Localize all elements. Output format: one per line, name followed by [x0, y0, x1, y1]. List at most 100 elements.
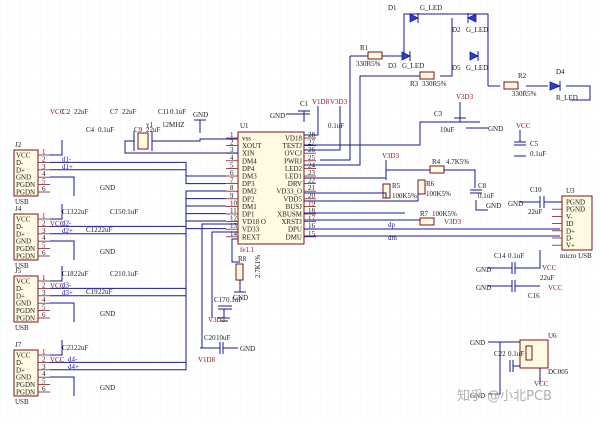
usb-pin-name: GND: [16, 174, 31, 182]
dc-jack-u6[interactable]: U6 DC005 GND GND C22 0.1uF VCC: [470, 332, 569, 400]
u1-pin-number: 9: [230, 192, 234, 200]
usb-port-ref: J2: [15, 141, 22, 149]
usb-cap-ref: C12: [86, 226, 98, 234]
u3-ref: U3: [566, 187, 575, 195]
usb-pin-number: 1: [42, 212, 46, 220]
svg-text:V1D8: V1D8: [198, 356, 216, 364]
svg-text:100K5%: 100K5%: [426, 190, 451, 198]
gnd-label: GND: [100, 384, 115, 392]
u1-pin-number: 4: [230, 154, 234, 162]
svg-text:0.1uF: 0.1uF: [508, 350, 524, 358]
usb-net-label: d1+: [62, 163, 73, 171]
usb-connector-body: [13, 149, 39, 197]
crystal-y1[interactable]: y1 12MHZ: [124, 121, 239, 154]
usb-cap-ref: C9: [134, 126, 143, 134]
u1-pin-number: 12: [230, 215, 238, 223]
svg-text:C10: C10: [530, 186, 542, 194]
usb-port-label: USB: [15, 398, 29, 406]
u1-pin-number: 14: [230, 230, 238, 238]
svg-text:V3D3: V3D3: [208, 316, 226, 324]
svg-text:G_LED: G_LED: [466, 26, 488, 34]
led-d3[interactable]: D3 G_LED: [388, 51, 424, 70]
u1-pin-name: OVCJ: [284, 150, 302, 158]
usb-net-label: d4+: [68, 363, 79, 371]
usb-cap-value: 22uF: [122, 108, 137, 116]
usb-cap-value: 0.1uF: [170, 108, 186, 116]
u1-pin-name: DM3: [242, 173, 257, 181]
svg-text:R_LED: R_LED: [556, 94, 578, 102]
usb-pin-name: PGDN: [16, 189, 35, 197]
usb-data-wire: [50, 161, 226, 177]
u1-pin-name: VD33: [242, 226, 260, 234]
usb-pin-number: 2: [42, 281, 46, 289]
usb-pin-number: 2: [42, 355, 46, 363]
u1-pin-number: 5: [230, 161, 234, 169]
usb-pin-number: 6: [42, 385, 46, 393]
usb-pin-name: D-: [16, 285, 24, 293]
svg-text:10uF: 10uF: [216, 334, 231, 342]
svg-text:100K5%: 100K5%: [432, 210, 457, 218]
u1-pin-name: XIN: [242, 150, 254, 158]
u1-pin-number: 19: [308, 199, 316, 207]
u1-chip[interactable]: U1 fe1.1 vss1XOUT2XIN3DM44DP45DM36DP37DM…: [226, 122, 316, 254]
led-d4[interactable]: D4 R_LED: [549, 68, 578, 102]
usb-cap-value: 0.1uF: [98, 126, 114, 134]
usb-connector-body: [13, 275, 39, 323]
usb-port-ref: J5: [15, 267, 22, 275]
u3-pin-name: PGND: [566, 206, 585, 214]
u1-pin-name: DP2: [242, 195, 255, 203]
u3-pin-name: D-: [566, 235, 574, 243]
svg-text:V3D3: V3D3: [444, 218, 462, 226]
u1-pin-number: 20: [308, 192, 316, 200]
u1-pin-name: VD18 O: [242, 218, 266, 226]
svg-text:R2: R2: [518, 72, 527, 80]
led-d1[interactable]: D1 G_LED: [388, 4, 442, 23]
usb-port-label: USB: [15, 324, 29, 332]
usb-net-label: d2-: [62, 219, 72, 227]
svg-text:10uF: 10uF: [440, 126, 455, 134]
usb-port-ref: J4: [15, 205, 22, 213]
svg-text:0.1uF: 0.1uF: [530, 150, 546, 158]
u1-pin-number: 1: [230, 131, 234, 139]
usb-pin-name: D-: [16, 359, 24, 367]
usb-pin-number: 4: [42, 234, 46, 242]
usb-net-label: d2+: [62, 227, 73, 235]
svg-text:U6: U6: [548, 332, 557, 340]
gnd-symbol-u1: GND: [193, 111, 208, 133]
svg-text:22uF: 22uF: [528, 208, 543, 216]
u1-pin-number: 21: [308, 184, 316, 192]
r8-area: R8 2.7K1% GND C17 0.1uF V3D3 C20 10uF GN…: [198, 223, 262, 364]
u1-pin-name: DRV: [288, 180, 302, 188]
c1-cap[interactable]: C1 0.1uF GND V1D8 V3D3: [270, 98, 348, 151]
svg-text:GND: GND: [233, 294, 248, 302]
svg-text:R6: R6: [426, 180, 435, 188]
svg-text:0.1uF: 0.1uF: [478, 192, 494, 200]
led-d2[interactable]: D2 G_LED: [452, 13, 488, 34]
c14-c16-area: C14 0.1uF GND VCC GND 22uF C16 VCC: [476, 250, 563, 300]
usb-pin-name: VCC: [16, 352, 31, 360]
svg-text:C8: C8: [478, 182, 487, 190]
usb-pin-name: D+: [16, 366, 25, 374]
usb-cap-value: 0.1uF: [122, 208, 138, 216]
svg-text:G_LED: G_LED: [466, 64, 488, 72]
u1-pin-number: 10: [230, 199, 238, 207]
svg-text:C14: C14: [494, 252, 506, 260]
u1-pin-name: DP1: [242, 211, 255, 219]
usb-pin-number: 1: [42, 274, 46, 282]
usb-cap-ref: C11: [158, 108, 170, 116]
usb-cap-value: 22uF: [74, 108, 89, 116]
u1-pin-name: DM2: [242, 188, 257, 196]
u1-pin-name: vss: [242, 135, 251, 143]
u1-pin-name: VD18: [285, 135, 303, 143]
usb-vcc-wire: [50, 204, 63, 220]
usb-cap-value: 22uF: [98, 288, 113, 296]
svg-text:0.1uF: 0.1uF: [226, 296, 242, 304]
led-d5[interactable]: D5 G_LED: [452, 51, 488, 72]
svg-text:0.1uF: 0.1uF: [508, 252, 524, 260]
svg-text:G_LED: G_LED: [420, 4, 442, 12]
u1-pin-number: 17: [308, 215, 316, 223]
